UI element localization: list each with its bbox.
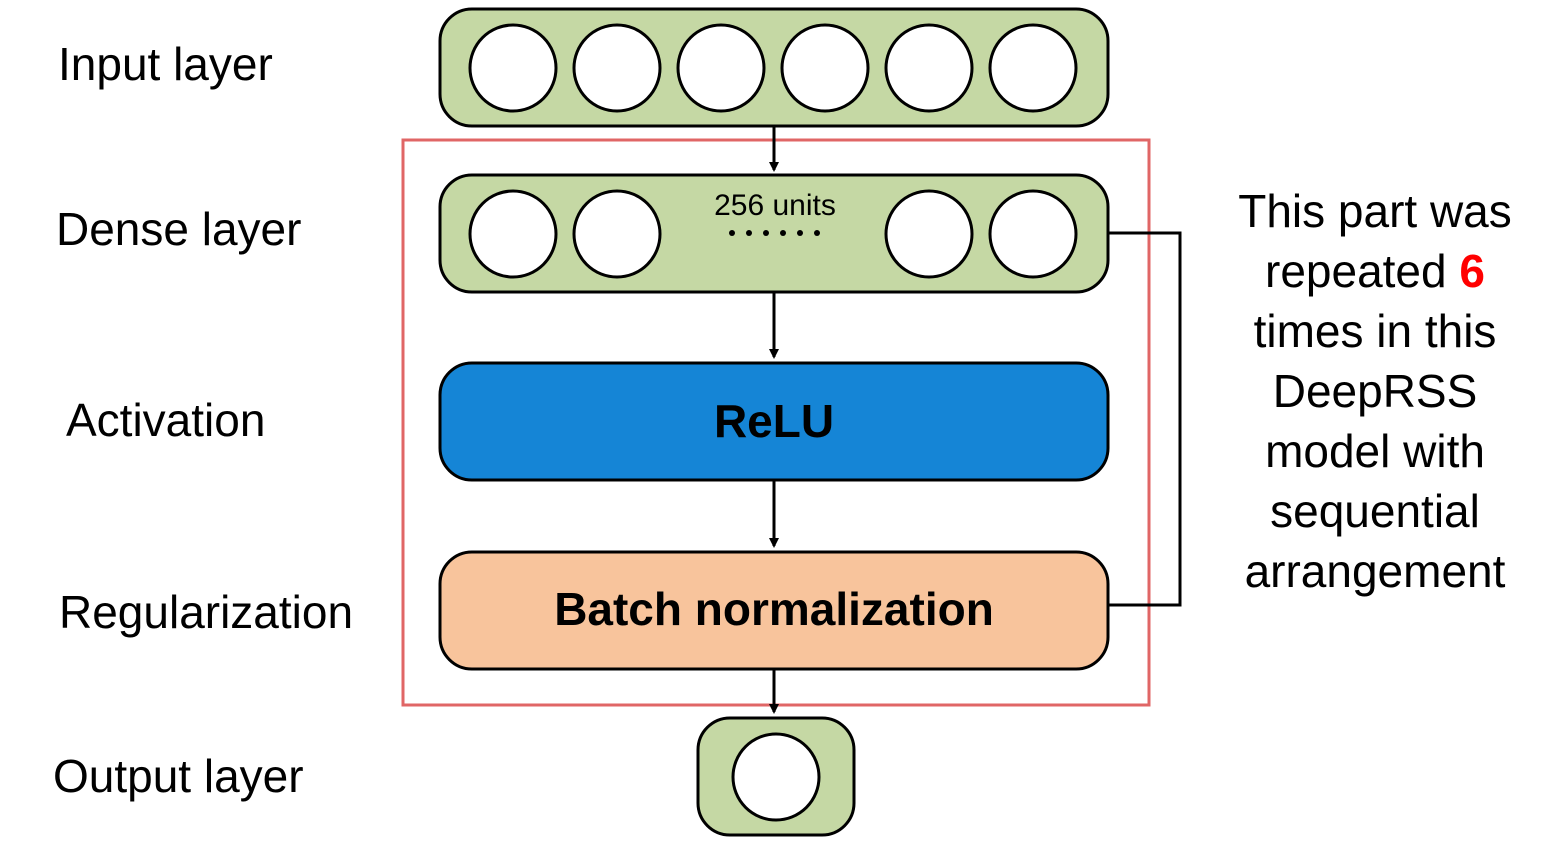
relu-label: ReLU [714, 395, 834, 447]
input-neuron [572, 23, 662, 113]
note-line-3: times in this [1254, 305, 1497, 357]
ellipsis-dots [729, 230, 820, 236]
input-neuron [468, 23, 558, 113]
note-line-7: arrangement [1245, 545, 1506, 597]
label-output-layer: Output layer [53, 750, 304, 802]
input-neuron [676, 23, 766, 113]
output-layer [696, 716, 856, 837]
relu-block: ReLU [438, 361, 1110, 482]
note-line-1: This part was [1238, 185, 1512, 237]
batch-norm-block: Batch normalization [438, 550, 1110, 671]
input-neuron [884, 23, 974, 113]
repeat-note: This part was repeated 6 times in this D… [1238, 185, 1512, 597]
dense-neuron [468, 189, 558, 279]
repeat-count: 6 [1459, 245, 1485, 297]
note-line-2: repeated 6 [1265, 245, 1485, 297]
batch-norm-label: Batch normalization [554, 583, 994, 635]
repeat-bracket [1108, 231, 1182, 607]
input-neuron [780, 23, 870, 113]
label-activation: Activation [66, 394, 265, 446]
input-neuron [988, 23, 1078, 113]
dense-layer: 256 units [438, 173, 1110, 294]
note-line-6: sequential [1270, 485, 1480, 537]
note-line-4: DeepRSS [1273, 365, 1478, 417]
note-line-5: model with [1265, 425, 1485, 477]
dense-neuron [988, 189, 1078, 279]
label-regularization: Regularization [59, 586, 353, 638]
label-input-layer: Input layer [58, 38, 273, 90]
input-layer [438, 7, 1110, 128]
dense-neuron [572, 189, 662, 279]
dense-neuron [884, 189, 974, 279]
dense-units-label: 256 units [714, 189, 836, 222]
output-neuron [731, 732, 821, 822]
label-dense-layer: Dense layer [56, 203, 301, 255]
